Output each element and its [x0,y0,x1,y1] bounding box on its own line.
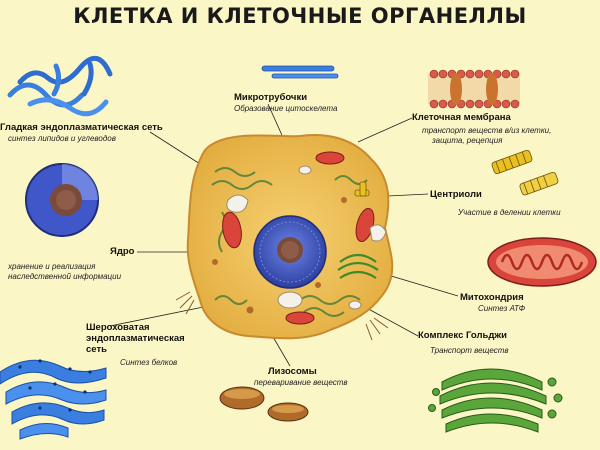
label-mitochondria: Митохондрия [460,292,524,303]
golgi-in-cell [337,253,379,279]
label-smooth-er: Гладкая эндоплазматическая сеть [0,122,163,133]
centrioles-illustration [491,149,559,196]
page-title: КЛЕТКА И КЛЕТОЧНЫЕ ОРГАНЕЛЛЫ [73,4,527,28]
lysosomes-in-cell [212,197,347,314]
label-membrane: Клеточная мембрана [412,112,511,123]
desc-membrane-2: защита, рецепция [432,136,503,145]
label-rough-er-1: Шероховатая [86,322,150,333]
label-rough-er-3: сеть [86,344,107,355]
desc-centrioles: Участие в делении клетки [458,208,561,217]
smooth-er-illustration [7,56,113,117]
rough-er-illustration [0,359,107,440]
vacuoles [226,165,387,310]
lysosomes-illustration [219,386,309,422]
label-golgi: Комплекс Гольджи [418,330,507,341]
membrane-illustration [428,69,520,109]
golgi-illustration [428,368,563,433]
cilia [175,291,389,341]
label-centrioles: Центриоли [430,189,482,200]
mitochondrion-illustration [487,237,597,287]
label-rough-er-2: эндоплазматическая [86,333,185,344]
mitochondria-in-cell [222,151,375,325]
desc-golgi: Транспорт веществ [430,346,509,355]
desc-microtubules: Образование цитоскелета [234,104,338,113]
label-microtubules: Микротрубочки [234,92,308,103]
desc-nucleus-2: наследственной информации [8,272,122,281]
label-nucleus: Ядро [110,246,135,257]
desc-mitochondria: Синтез АТФ [478,304,526,313]
main-cell [175,134,394,341]
desc-nucleus-1: хранение и реализация [8,262,96,271]
desc-rough-er: Синтез белков [120,358,178,367]
desc-lysosomes: переваривание веществ [254,378,348,387]
desc-smooth-er: синтез липидов и углеводов [8,134,116,143]
label-lysosomes: Лизосомы [268,366,317,377]
nucleus-illustration [25,163,99,237]
desc-membrane-1: транспорт веществ в/из клетки, [422,126,552,135]
endoplasmic-reticulum-strands [211,167,368,317]
microtubules-illustration [261,65,339,79]
centriole-in-cell [354,181,370,197]
